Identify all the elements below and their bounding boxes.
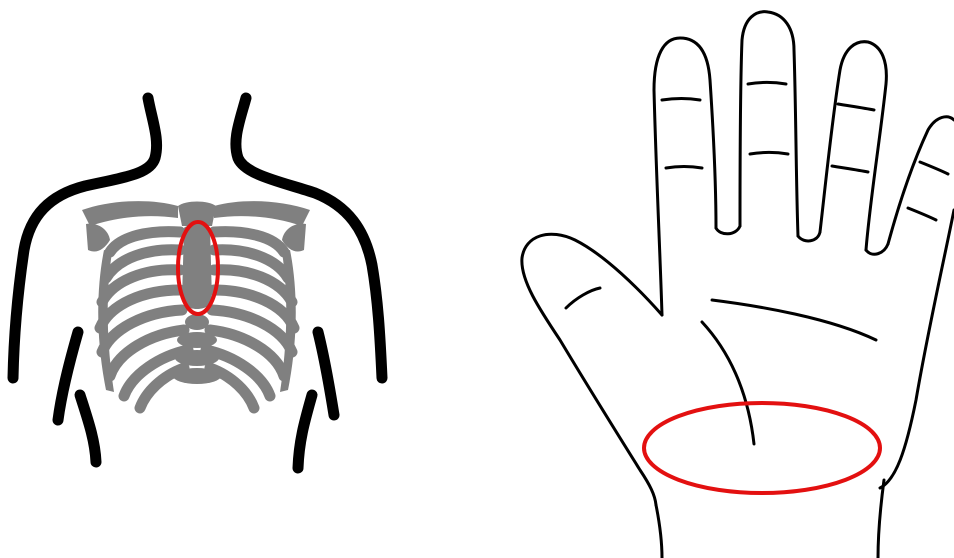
ring-finger-outline	[820, 42, 886, 250]
sternum-body	[182, 225, 212, 309]
wrist-right-line	[878, 480, 884, 558]
life-line	[702, 322, 754, 444]
vertebra-3	[173, 368, 221, 384]
arm-left-line	[58, 332, 78, 420]
middle-finger-outline	[740, 12, 798, 236]
thumb-outline	[522, 234, 662, 505]
clavicle-left	[82, 201, 178, 226]
ribcage	[82, 201, 310, 408]
gap-ring-little	[866, 244, 888, 254]
hand-outline	[522, 12, 954, 558]
heart-line	[712, 300, 876, 340]
vertebra-2	[175, 350, 219, 366]
xiphoid	[185, 314, 209, 330]
torso-figure	[0, 0, 400, 558]
little-finger-outline	[888, 117, 954, 244]
arm-right-line	[318, 332, 334, 415]
scapula-left	[86, 224, 110, 252]
gap-middle-ring	[798, 232, 820, 241]
index-finger-outline	[654, 38, 716, 315]
hand-figure	[500, 0, 954, 558]
vertebra-1	[177, 332, 217, 348]
palm-heel-highlight-ellipse	[644, 403, 880, 493]
palm-right-edge	[880, 210, 954, 488]
gap-index-middle	[716, 226, 740, 234]
palm-lines	[702, 300, 876, 444]
torso-drawing	[0, 0, 400, 558]
waist-left-line	[80, 395, 96, 462]
clavicle-right	[214, 201, 310, 226]
waist-right-line	[298, 395, 312, 468]
wrist-left-line	[656, 505, 662, 558]
ribs-left	[100, 232, 188, 408]
hand-drawing	[500, 0, 954, 558]
